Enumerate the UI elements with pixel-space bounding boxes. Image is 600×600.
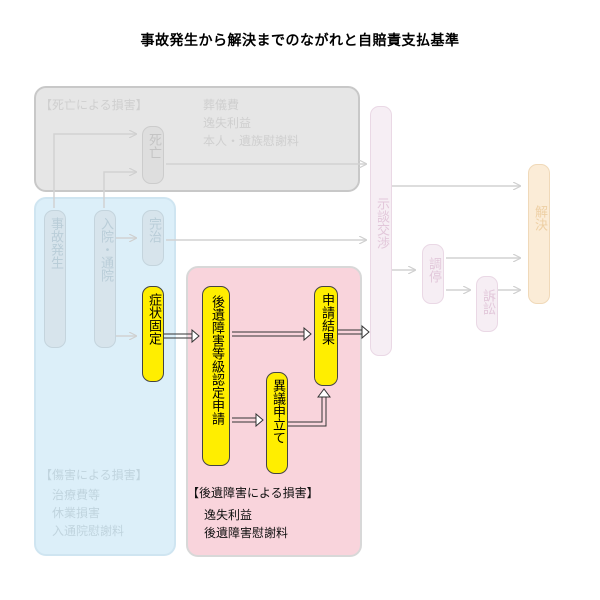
node-accident: 事故発生 — [44, 210, 66, 348]
after-effect-item: 逸失利益 — [204, 508, 253, 522]
node-objection: 異議申立て — [266, 372, 288, 474]
node-death-label: 死亡 — [146, 133, 161, 159]
node-objection-label: 異議申立て — [270, 379, 285, 444]
injury-panel-items: 治療費等 休業損害 入通院慰謝料 — [52, 486, 124, 540]
node-resolution-label: 解決 — [532, 205, 547, 231]
injury-item: 入通院慰謝料 — [52, 524, 125, 538]
node-negotiation-label: 示談交渉 — [374, 197, 389, 249]
after-effect-item: 後遺障害慰謝料 — [204, 526, 289, 540]
node-lawsuit-label: 訴訟 — [480, 289, 495, 315]
node-mediation: 調停 — [422, 244, 444, 304]
node-healed-label: 完治 — [146, 217, 161, 243]
death-panel-items: 葬儀費 逸失利益 本人・遺族慰謝料 — [203, 96, 299, 150]
after-effect-panel-items: 逸失利益 後遺障害慰謝料 — [204, 506, 288, 542]
death-item: 本人・遺族慰謝料 — [203, 134, 300, 148]
node-application-result: 申請結果 — [314, 286, 338, 386]
node-death: 死亡 — [142, 126, 164, 184]
node-hospital: 入院・通院 — [94, 210, 116, 348]
node-healed: 完治 — [142, 210, 164, 266]
death-panel-label: 【死亡による損害】 — [40, 98, 148, 112]
node-resolution: 解決 — [528, 164, 550, 304]
death-item: 逸失利益 — [203, 116, 252, 130]
node-symptom-fixed: 症状固定 — [142, 286, 164, 382]
diagram-title: 事故発生から解決までのながれと自賠責支払基準 — [140, 33, 460, 49]
node-mediation-label: 調停 — [426, 257, 441, 283]
node-application-result-label: 申請結果 — [319, 293, 334, 345]
node-negotiation: 示談交渉 — [370, 106, 392, 356]
node-grade-request-label: 後遺障害等級認定申請 — [209, 295, 224, 425]
node-lawsuit: 訴訟 — [476, 276, 498, 332]
node-grade-request: 後遺障害等級認定申請 — [202, 286, 230, 466]
node-accident-label: 事故発生 — [48, 217, 63, 269]
injury-panel-label: 【傷害による損害】 — [40, 468, 148, 482]
node-symptom-fixed-label: 症状固定 — [146, 293, 161, 345]
injury-item: 治療費等 — [52, 488, 101, 502]
death-damage-panel — [34, 86, 360, 192]
death-item: 葬儀費 — [203, 98, 240, 112]
node-hospital-label: 入院・通院 — [98, 217, 113, 282]
injury-item: 休業損害 — [52, 506, 101, 520]
after-effect-panel-label: 【後遺障害による損害】 — [187, 486, 319, 500]
